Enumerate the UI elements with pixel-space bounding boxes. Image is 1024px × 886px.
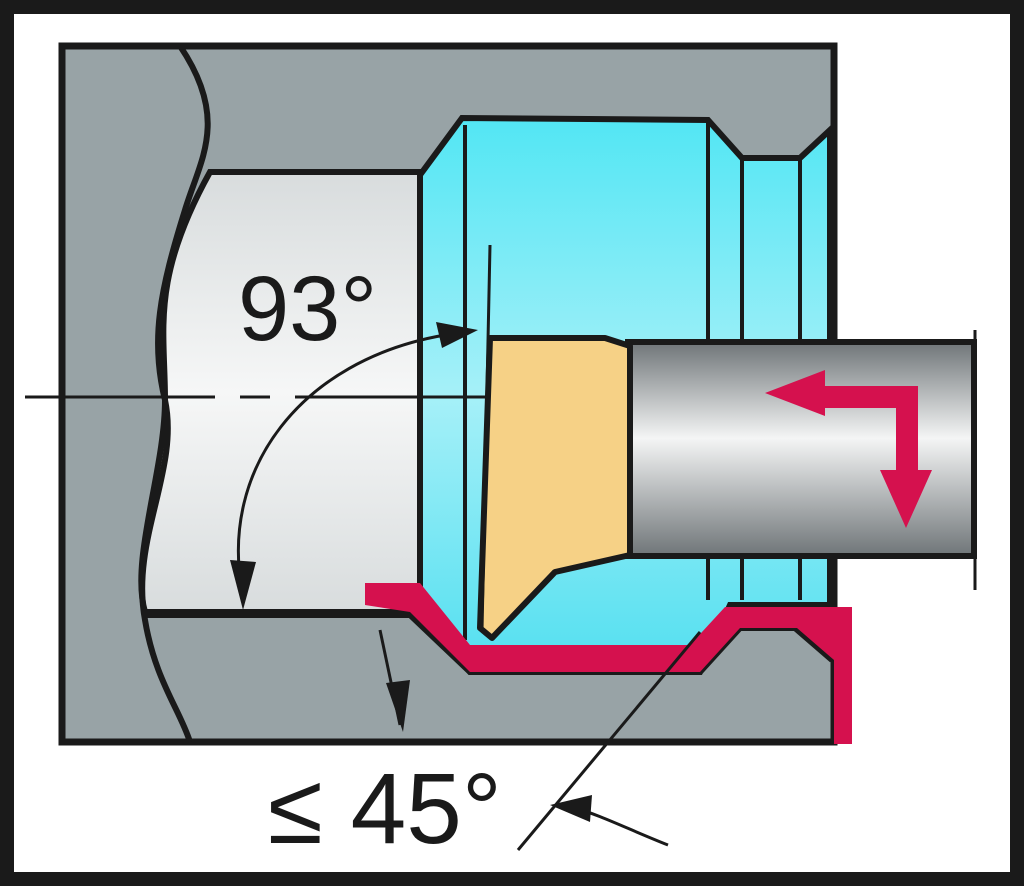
feed-direction-arrows-icon [765,370,932,528]
angle-label-45: ≤ 45° [268,753,502,865]
angle-line-45 [516,631,702,851]
reference-line [480,244,492,631]
break-edge [139,44,211,743]
bore [138,169,423,615]
angle-label-93: 93° [238,258,377,360]
arrow-head-icon [550,795,592,822]
arrow-head-icon [230,560,256,610]
arrow-head-icon [436,322,478,348]
cut-profile [365,583,852,744]
tool-shank [625,339,977,559]
arrow-head-icon [386,680,410,732]
angle-arc-93 [236,333,446,591]
